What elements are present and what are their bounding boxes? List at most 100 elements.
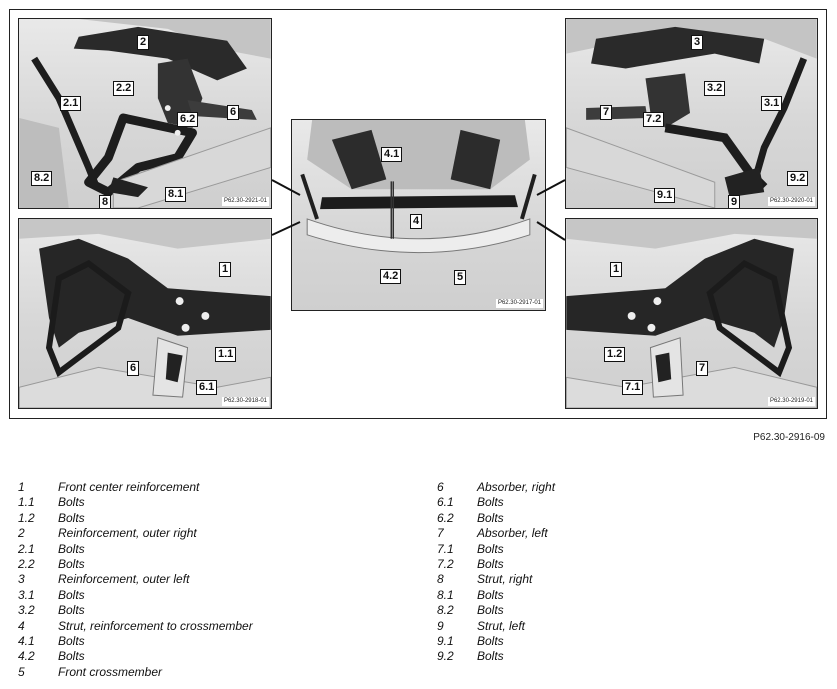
legend-row: 2.1 Bolts bbox=[18, 542, 418, 557]
legend-description: Bolts bbox=[58, 587, 85, 602]
legend-row: 1.1 Bolts bbox=[18, 495, 418, 510]
callout-4: 4 bbox=[410, 214, 423, 229]
legend-row: 2.2 Bolts bbox=[18, 557, 418, 572]
legend-number: 9 bbox=[437, 618, 444, 633]
legend-row: 6.1 Bolts bbox=[437, 495, 837, 510]
panel-code: P62.30-2917-01 bbox=[495, 299, 543, 308]
callout-7: 7 bbox=[600, 105, 613, 120]
legend-number: 9.1 bbox=[437, 633, 454, 648]
legend-description: Bolts bbox=[477, 587, 504, 602]
callout-6-1: 6.1 bbox=[196, 380, 218, 395]
panel-center: 4.1 4 4.2 5 P62.30-2917-01 bbox=[291, 119, 546, 311]
callout-4-1: 4.1 bbox=[381, 147, 403, 162]
callout-6: 6 bbox=[127, 361, 140, 376]
legend-row: 6 Absorber, right bbox=[437, 480, 837, 495]
panel-top-left: 2 2.2 2.1 6 6.2 8.2 8 8.1 P62.30-2921-01 bbox=[18, 18, 272, 209]
legend-description: Bolts bbox=[58, 633, 85, 648]
legend-row: 9 Strut, left bbox=[437, 619, 837, 634]
legend-description: Strut, right bbox=[477, 572, 533, 587]
callout-3: 3 bbox=[691, 35, 704, 50]
legend-number: 2.1 bbox=[18, 541, 35, 556]
legend-number: 3.1 bbox=[18, 587, 35, 602]
legend-description: Bolts bbox=[477, 541, 504, 556]
legend-description: Bolts bbox=[477, 603, 504, 618]
legend-description: Absorber, left bbox=[477, 526, 548, 541]
panel-bottom-right: 1 1.2 7 7.1 P62.30-2919-01 bbox=[565, 218, 818, 409]
legend-row: 4 Strut, reinforcement to crossmember bbox=[18, 619, 418, 634]
callout-2: 2 bbox=[137, 35, 150, 50]
panel-center-drawing bbox=[300, 120, 537, 254]
legend-number: 8 bbox=[437, 572, 444, 587]
callout-1-2: 1.2 bbox=[604, 347, 626, 362]
callout-7: 7 bbox=[696, 361, 709, 376]
callout-9-1: 9.1 bbox=[654, 188, 676, 203]
callout-7-2: 7.2 bbox=[643, 112, 665, 127]
legend-description: Bolts bbox=[477, 649, 504, 664]
panel-top-left-drawing bbox=[19, 19, 271, 208]
legend-description: Reinforcement, outer left bbox=[58, 572, 190, 587]
legend-row: 4.1 Bolts bbox=[18, 634, 418, 649]
legend-number: 3 bbox=[18, 572, 25, 587]
legend-number: 7 bbox=[437, 526, 444, 541]
legend-number: 2 bbox=[18, 526, 25, 541]
legend-description: Bolts bbox=[477, 495, 504, 510]
callout-1: 1 bbox=[219, 262, 232, 277]
callout-3-1: 3.1 bbox=[761, 96, 783, 111]
legend-row: 3.1 Bolts bbox=[18, 588, 418, 603]
legend-number: 2.2 bbox=[18, 556, 35, 571]
callout-2-2: 2.2 bbox=[113, 81, 135, 96]
callout-1-1: 1.1 bbox=[215, 347, 237, 362]
legend-number: 4.1 bbox=[18, 633, 35, 648]
callout-9-2: 9.2 bbox=[787, 171, 809, 186]
legend-row: 1 Front center reinforcement bbox=[18, 480, 418, 495]
legend-number: 4 bbox=[18, 618, 25, 633]
callout-3-2: 3.2 bbox=[704, 81, 726, 96]
legend-description: Reinforcement, outer right bbox=[58, 526, 197, 541]
legend-description: Bolts bbox=[477, 633, 504, 648]
legend-number: 4.2 bbox=[18, 649, 35, 664]
legend-description: Strut, reinforcement to crossmember bbox=[58, 618, 253, 633]
legend-row: 3 Reinforcement, outer left bbox=[18, 572, 418, 587]
legend-number: 1.1 bbox=[18, 495, 35, 510]
panel-bottom-right-drawing bbox=[566, 219, 817, 408]
legend-number: 6.1 bbox=[437, 495, 454, 510]
legend-description: Bolts bbox=[58, 495, 85, 510]
panel-bottom-left-drawing bbox=[19, 219, 271, 408]
legend-number: 1 bbox=[18, 480, 25, 494]
legend-number: 8.2 bbox=[437, 603, 454, 618]
legend-number: 3.2 bbox=[18, 603, 35, 618]
legend-row: 8 Strut, right bbox=[437, 572, 837, 587]
legend-row: 7 Absorber, left bbox=[437, 526, 837, 541]
legend-number: 6 bbox=[437, 480, 444, 494]
legend-row: 8.2 Bolts bbox=[437, 603, 837, 618]
legend-number: 6.2 bbox=[437, 510, 454, 525]
legend-description: Absorber, right bbox=[477, 480, 556, 494]
legend-description: Bolts bbox=[58, 556, 85, 571]
legend-number: 7.1 bbox=[437, 541, 454, 556]
callout-1: 1 bbox=[610, 262, 623, 277]
callout-4-2: 4.2 bbox=[380, 269, 402, 284]
panel-code: P62.30-2920-01 bbox=[767, 197, 815, 206]
callout-6-2: 6.2 bbox=[177, 112, 199, 127]
legend-description: Strut, left bbox=[477, 618, 526, 633]
legend-number: 1.2 bbox=[18, 510, 35, 525]
panel-code: P62.30-2918-01 bbox=[221, 397, 269, 406]
callout-2-1: 2.1 bbox=[60, 96, 82, 111]
panel-code: P62.30-2921-01 bbox=[221, 197, 269, 206]
panel-top-right: 3 3.2 3.1 7 7.2 9.2 9.1 9 P62.30-2920-01 bbox=[565, 18, 818, 209]
legend-description: Bolts bbox=[477, 556, 504, 571]
legend-row: 2 Reinforcement, outer right bbox=[18, 526, 418, 541]
legend-description: Front center reinforcement bbox=[58, 480, 200, 494]
callout-9: 9 bbox=[728, 195, 741, 208]
callout-8-2: 8.2 bbox=[31, 171, 53, 186]
callout-5: 5 bbox=[454, 270, 467, 285]
legend-number: 5 bbox=[18, 664, 25, 679]
callout-8-1: 8.1 bbox=[165, 187, 187, 202]
legend-description: Bolts bbox=[58, 541, 85, 556]
